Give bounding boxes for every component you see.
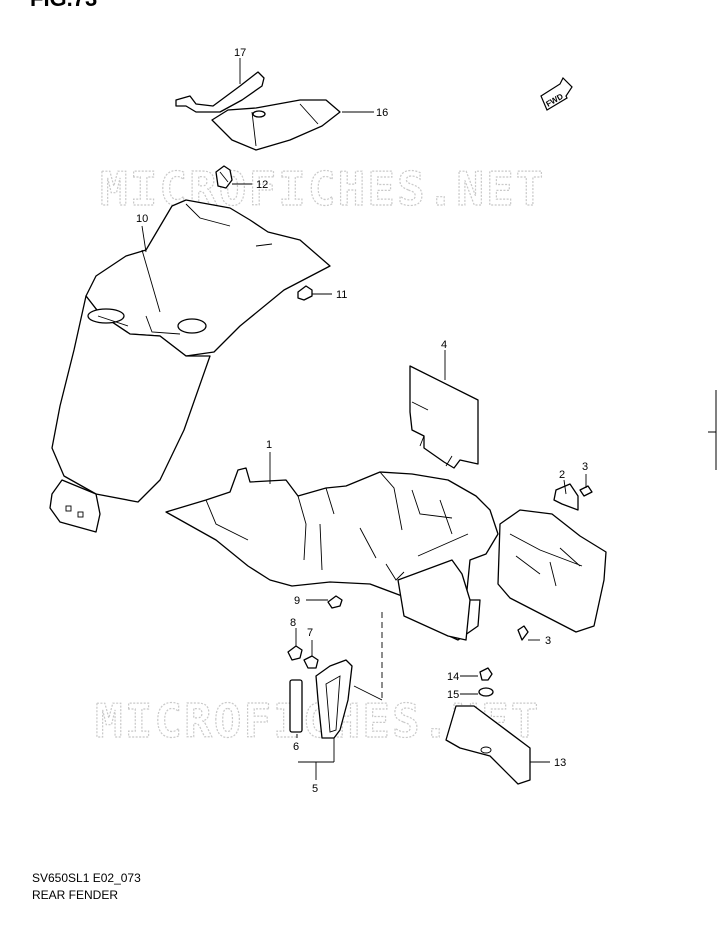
part-8-bolt — [287, 645, 303, 661]
right-side-bracket — [497, 509, 607, 633]
part-14-bolt — [479, 667, 493, 681]
callout-16: 16 — [376, 107, 388, 119]
callout-9: 9 — [294, 595, 300, 607]
callout-15: 15 — [447, 689, 459, 701]
callout-17: 17 — [234, 47, 246, 59]
callout-6: 6 — [293, 741, 299, 753]
callout-14: 14 — [447, 671, 459, 683]
callout-1: 1 — [266, 439, 272, 451]
part-1-under-tray — [165, 467, 499, 641]
part-17-tool — [175, 71, 265, 113]
part-13-cover — [445, 705, 531, 785]
callout-13: 13 — [554, 757, 566, 769]
callout-labels: 17 16 12 10 11 4 1 2 3 3 9 8 7 6 5 14 15… — [136, 47, 588, 795]
part-12-clip — [215, 165, 233, 189]
callout-2: 2 — [559, 469, 565, 481]
callout-12: 12 — [256, 179, 268, 191]
callout-5: 5 — [312, 783, 318, 795]
callout-4: 4 — [441, 339, 447, 351]
callout-8: 8 — [290, 617, 296, 629]
section-name: REAR FENDER — [32, 888, 119, 902]
part-3-screw-upper — [579, 485, 593, 497]
part-16-tool-bag — [211, 99, 341, 151]
callout-3-lower: 3 — [545, 635, 551, 647]
callout-3-upper: 3 — [582, 461, 588, 473]
part-9-screw — [327, 595, 343, 609]
figure-title: FIG.73 — [30, 0, 97, 11]
callout-10: 10 — [136, 213, 148, 225]
part-10-rear-fender — [49, 199, 331, 533]
part-7-nut — [303, 655, 319, 669]
part-15-washer — [478, 687, 494, 697]
callout-7: 7 — [307, 627, 313, 639]
part-5-holder — [315, 659, 353, 739]
watermark-top: MICROFICHES.NET — [100, 162, 545, 216]
leader-lines — [141, 58, 587, 780]
part-4-plate — [409, 365, 479, 469]
part-3-screw-lower — [517, 625, 529, 641]
part-11-screw — [297, 285, 313, 301]
callout-11: 11 — [336, 289, 347, 301]
part-2-bracket — [553, 483, 579, 511]
fwd-arrow-icon: FWD — [540, 76, 573, 111]
model-code: SV650SL1 E02_073 — [32, 871, 141, 885]
part-6-rubber — [289, 679, 303, 733]
